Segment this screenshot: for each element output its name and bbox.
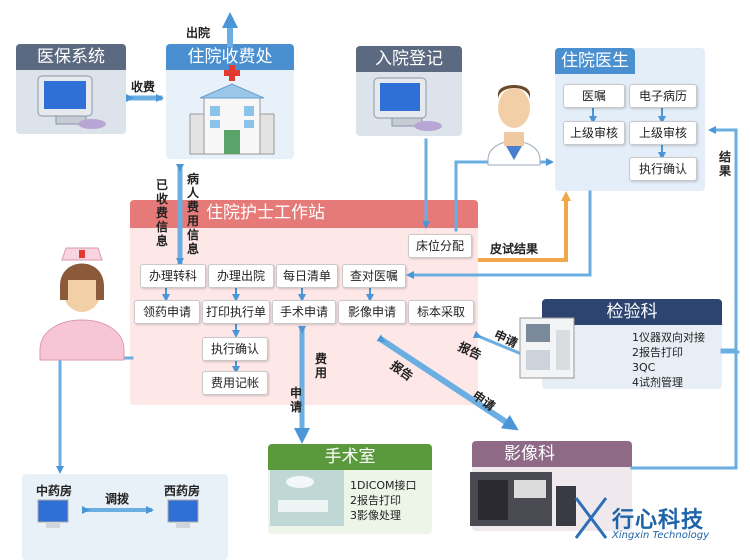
doctor-icon (487, 85, 541, 166)
arrow-result-loop (708, 126, 738, 352)
nurse-box-chadui: 查对医嘱 (342, 264, 406, 288)
doctor-box-bingli: 电子病历 (629, 84, 697, 108)
doctor-box-shenhe-1: 上级审核 (563, 121, 625, 145)
hushi-title: 住院护士工作站 (130, 200, 478, 228)
doctor-box-yizhu: 医嘱 (563, 84, 625, 108)
label-chuyuan: 出院 (186, 26, 211, 40)
label-shoufei: 收费 (131, 80, 156, 94)
jianyan-list: 1仪器双向对接 2报告打印 3QC 4试剂管理 (632, 331, 705, 389)
ruyuan-title: 入院登记 (356, 46, 462, 72)
brand-logo-icon (574, 497, 608, 539)
arrow-pharmacy (56, 356, 134, 474)
label-shenqing-ss: 申请 (289, 386, 302, 414)
nurse-box-zhuanke: 办理转科 (140, 264, 206, 288)
shoushu-list: 1DICOM接口 2报告打印 3影像处理 (350, 479, 417, 522)
nurse-box-jizhang: 费用记帐 (202, 371, 268, 395)
nurse-box-qingdan: 每日清单 (276, 264, 338, 288)
label-jieguo: 结果 (718, 150, 731, 178)
label-yishoufei: 已收费信息 (155, 178, 168, 248)
pharmacy-zhong: 中药房 (36, 484, 73, 498)
label-pishi: 皮试结果 (490, 242, 539, 256)
imaging-machine-icon (470, 472, 576, 526)
nurse-box-shoushu: 手术申请 (272, 300, 336, 324)
nurse-box-lingyao: 领药申请 (134, 300, 200, 324)
nurse-box-chuyuan: 办理出院 (208, 264, 274, 288)
computer-icon-yibao (37, 75, 106, 129)
hospital-icon (189, 65, 275, 155)
computer-icon-ruyuan (373, 77, 442, 131)
label-diaobo: 调拨 (105, 492, 130, 506)
yisheng-title: 住院医生 (555, 48, 635, 74)
arrow-doctor-check (406, 190, 592, 279)
brand-sub: Xingxin Technology (612, 530, 710, 541)
arrow-bed-doctor (454, 158, 554, 232)
bed-box: 床位分配 (408, 234, 472, 258)
nurse-icon (39, 247, 125, 361)
arrow-image-right (630, 350, 738, 470)
nurse-box-biaoben: 标本采取 (408, 300, 474, 324)
label-bingren: 病人费用信息 (186, 172, 199, 256)
doctor-box-queren: 执行确认 (629, 157, 697, 181)
brand-name: 行心科技 (612, 508, 705, 533)
surgery-room-icon (270, 470, 344, 526)
computer-icon-zhongyao (37, 499, 69, 528)
label-feiyong: 费用 (314, 352, 327, 380)
shoushu-title: 手术室 (268, 444, 432, 470)
computer-icon-xiyao (167, 499, 199, 528)
doctor-box-shenhe-2: 上级审核 (629, 121, 697, 145)
arrow-image-diag (376, 334, 519, 431)
lab-analyzer-icon (519, 317, 575, 379)
nurse-box-zhixingdan: 打印执行单 (202, 300, 270, 324)
pharmacy-xi: 西药房 (164, 484, 201, 498)
nurse-box-queren: 执行确认 (202, 337, 268, 361)
arrow-skin-test (478, 191, 571, 262)
yingxiang-title: 影像科 (472, 441, 632, 467)
nurse-box-yingxiang: 影像申请 (338, 300, 406, 324)
yibao-title: 医保系统 (16, 44, 126, 70)
